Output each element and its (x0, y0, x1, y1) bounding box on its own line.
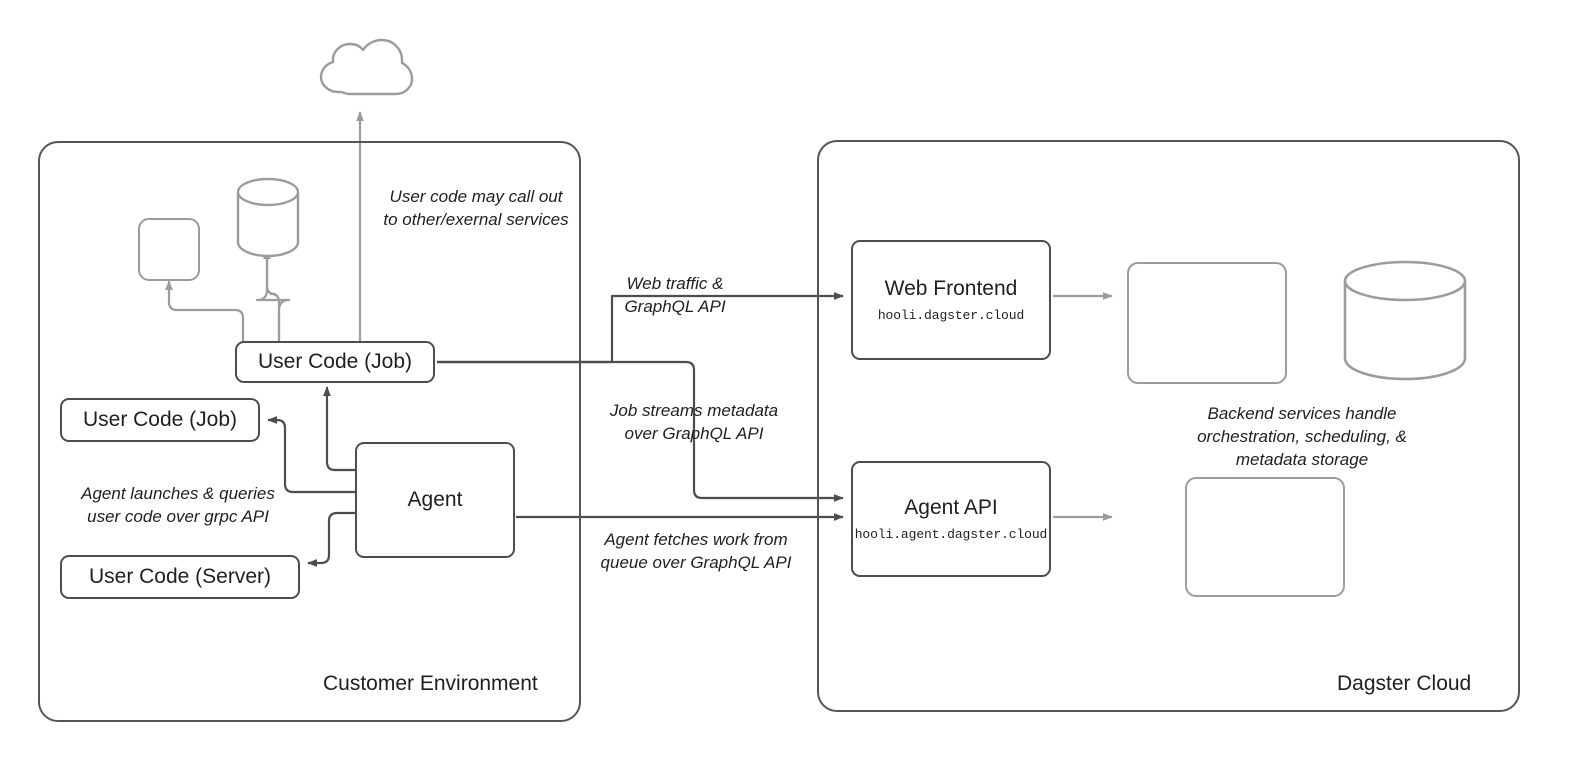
node-web-frontend[interactable]: Web Frontend hooli.dagster.cloud (851, 240, 1051, 360)
annotation-backend-services-note: Backend services handle orchestration, s… (1197, 404, 1407, 469)
connector-usercode-to-agent-api (437, 360, 844, 502)
backend-database-cylinder-icon (1343, 260, 1467, 381)
node-subtitle-url: hooli.dagster.cloud (877, 308, 1025, 324)
connector-agent-to-usercode-job-top (323, 386, 355, 472)
node-agent[interactable]: Agent (355, 442, 515, 558)
annotation-web-traffic-note: Web traffic & GraphQL API (624, 274, 726, 316)
backend-service-box-top-icon (1127, 262, 1287, 384)
connector-agent-to-usercode-job-left (267, 416, 355, 494)
connector-usercode-to-service-box (165, 280, 245, 341)
node-label: User Code (Server) (88, 564, 272, 588)
node-label: Agent (407, 487, 463, 511)
annotation-agent-fetches-note: Agent fetches work from queue over Graph… (600, 530, 792, 572)
node-subtitle-url: hooli.agent.dagster.cloud (854, 527, 1048, 543)
group-label-dagster-cloud: Dagster Cloud (1337, 672, 1472, 695)
node-agent-api[interactable]: Agent API hooli.agent.dagster.cloud (851, 461, 1051, 577)
cloud-icon (319, 38, 414, 96)
node-user-code-server[interactable]: User Code (Server) (60, 555, 300, 599)
annotation-agent-grpc-note: Agent launches & queries user code over … (81, 484, 275, 526)
annotation-job-streams-note: Job streams metadata over GraphQL API (609, 401, 779, 443)
backend-service-box-bottom-icon (1185, 477, 1345, 597)
database-cylinder-icon (236, 177, 300, 258)
node-label: User Code (Job) (257, 349, 413, 373)
group-customer-environment (38, 141, 581, 722)
group-label-customer-environment: Customer Environment (323, 672, 538, 695)
node-user-code-job-top[interactable]: User Code (Job) (235, 341, 435, 383)
node-label: Web Frontend (884, 276, 1018, 300)
annotation-external-services-note: User code may call out to other/exernal … (383, 187, 569, 229)
connector-agent-to-usercode-server (307, 511, 355, 567)
group-dagster-cloud (817, 140, 1520, 712)
external-service-box-icon (138, 218, 200, 281)
node-label: Agent API (904, 495, 998, 519)
connector-usercode-to-database-seg (263, 249, 281, 341)
node-user-code-job-left[interactable]: User Code (Job) (60, 398, 260, 442)
node-label: User Code (Job) (82, 407, 238, 431)
